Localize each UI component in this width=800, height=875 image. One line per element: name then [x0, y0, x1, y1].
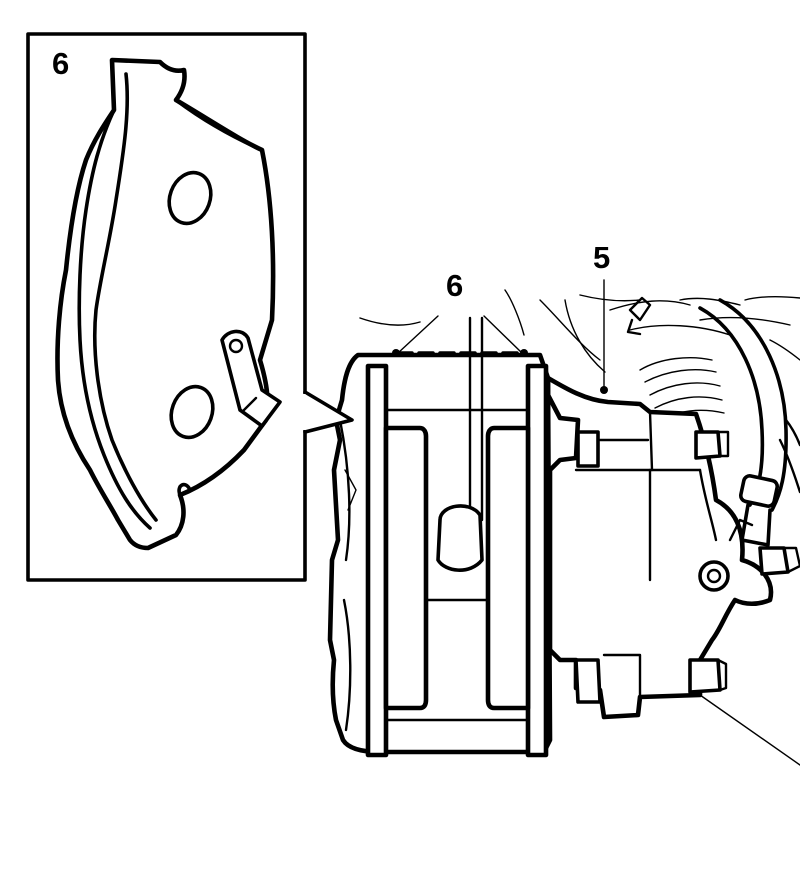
callout-label-brake-pads: 6	[446, 268, 463, 303]
background-suspension-lines	[359, 289, 800, 421]
callout-label-caliper: 5	[593, 240, 610, 275]
callout-label-inset-pad: 6	[52, 46, 69, 81]
brake-disc-and-pads	[365, 279, 608, 758]
inset-pad-detail	[26, 32, 354, 582]
caliper-body	[545, 375, 800, 766]
